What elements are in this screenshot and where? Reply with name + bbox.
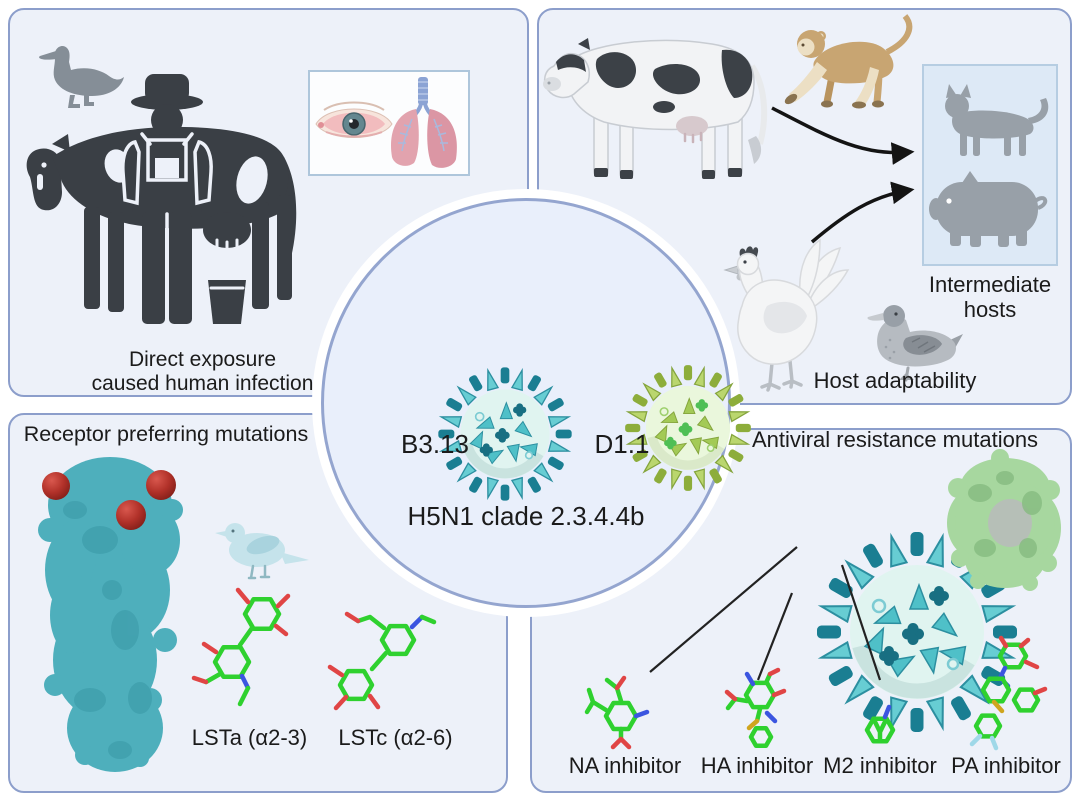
lsta-molecule [191,587,291,707]
label-na-inhibitor: NA inhibitor [568,753,682,778]
dairy-cow-icon [543,38,768,179]
virus-b313-icon [365,294,505,434]
label-b313: B3.13 [401,429,469,459]
label-pa-inhibitor: PA inhibitor [951,753,1061,778]
conjunctivitis-eye-icon [315,101,393,138]
mutation-sphere-3 [146,470,176,500]
ha-inhibitor-molecule [724,667,787,748]
caption-direct-exposure: Direct exposure caused human infection [30,348,375,396]
na-inhibitor-molecule [584,675,650,750]
label-d11: D1.1 [594,429,650,459]
monkey-icon [784,14,913,109]
label-m2-inhibitor: M2 inhibitor [823,753,937,778]
pa-protein-structure [947,449,1061,591]
arrow-chicken-to-hosts [810,181,915,244]
lungs-icon [391,77,457,168]
songbird-icon [215,523,309,580]
intermediate-hosts-box [922,64,1058,266]
title-receptor-mutations: Receptor preferring mutations [23,422,309,446]
intermediate-hosts-illustration [929,84,1049,247]
pig-icon [929,171,1048,247]
lstc-molecule [327,611,437,711]
label-lsta: LSTa (α2-3) [191,725,308,750]
human-symptoms-inset [308,70,470,176]
line-virus-to-na-inhibitor [649,546,798,673]
ha-protein-structure [38,457,183,772]
line-virus-to-m2-inhibitor [840,564,882,681]
caption-line-1: Direct exposure [128,348,277,371]
label-lstc: LSTc (α2-6) [338,725,453,750]
m2-inhibitor-molecule [864,704,896,744]
caption-line-2: caused human infection [91,372,314,395]
mutation-sphere-1 [42,472,70,500]
label-clade: H5N1 clade 2.3.4.4b [407,501,645,531]
eye-lungs-illustration [315,77,457,168]
mallard-duck-icon [867,305,963,382]
caption-intermediate-hosts: Intermediate hosts [915,272,1065,322]
arrow-cow-to-hosts [771,106,915,165]
intermediate-hosts-line-2: hosts [963,297,1017,322]
title-antiviral-mutations: Antiviral resistance mutations [751,427,1039,452]
intermediate-hosts-line-1: Intermediate [928,272,1052,297]
line-virus-to-ha-inhibitor [756,592,794,681]
mutation-sphere-2 [116,500,146,530]
cat-icon [945,84,1049,156]
farmer-milking-cow-icon [26,74,297,324]
chicken-icon [723,238,850,392]
pa-inhibitor-molecule [969,635,1048,751]
caption-host-adaptability: Host adaptability [813,368,977,393]
label-ha-inhibitor: HA inhibitor [700,753,814,778]
duck-icon [39,46,124,108]
virus-d11-icon [556,296,688,428]
